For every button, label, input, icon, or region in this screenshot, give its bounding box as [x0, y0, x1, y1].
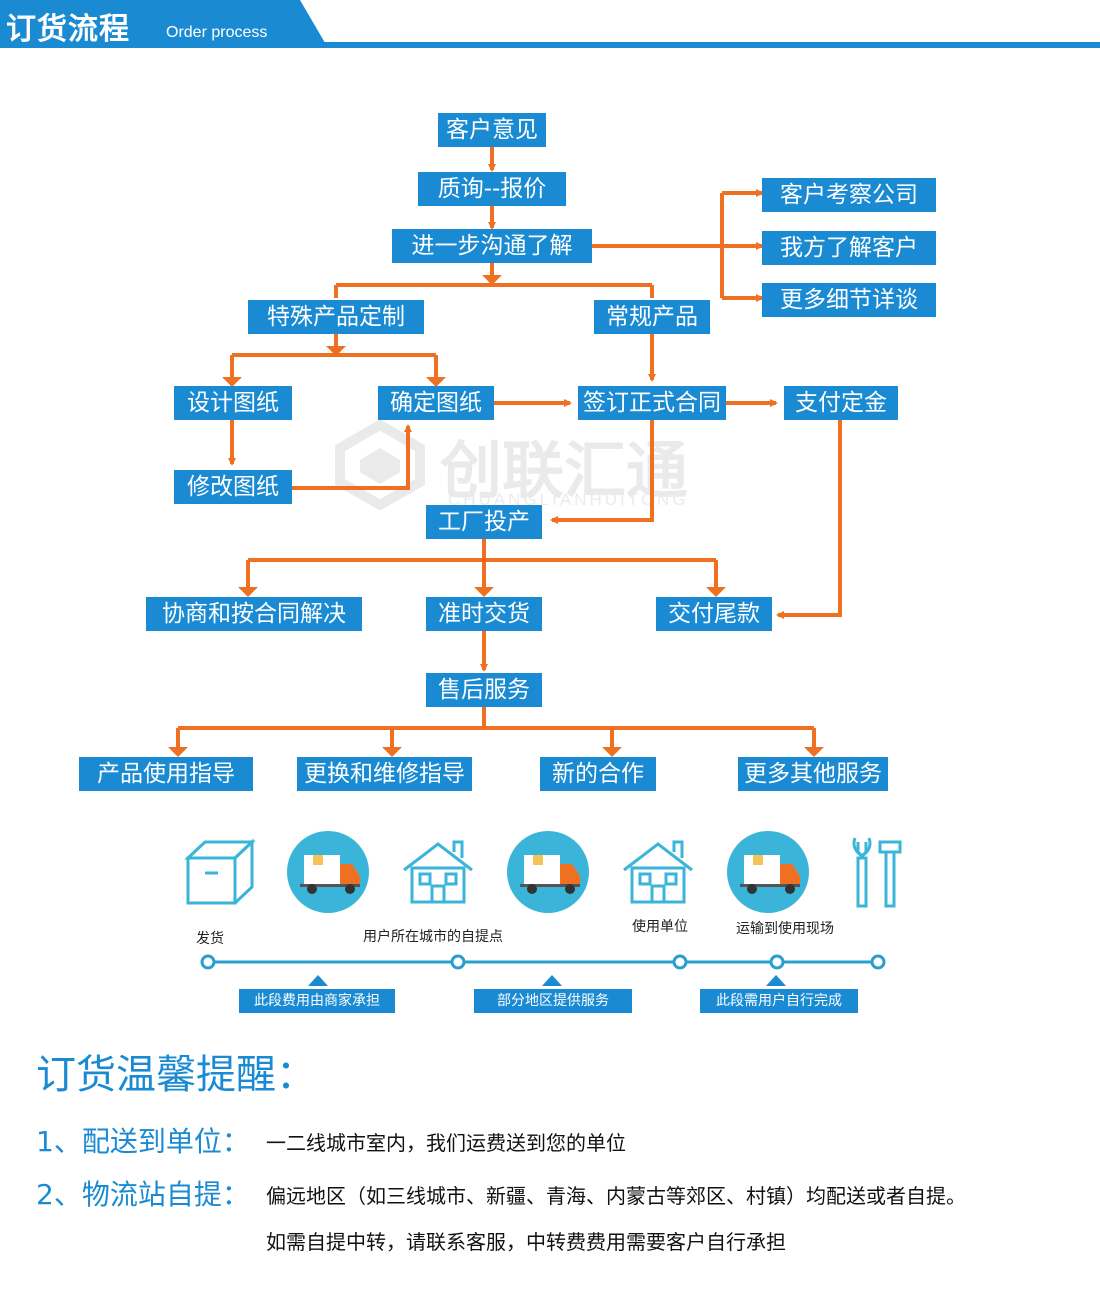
tip-pickup-label: 2、物流站自提：	[36, 1178, 250, 1211]
package-box-icon	[184, 838, 256, 905]
arrow-contract-to-factory	[550, 420, 654, 524]
tips-title: 订货温馨提醒：	[36, 1052, 316, 1098]
arrow-special-split	[230, 334, 438, 382]
node-we-understand: 我方了解客户	[762, 231, 936, 265]
delivery-truck-icon	[727, 831, 809, 913]
timeline-node	[769, 954, 785, 970]
node-customer-opinion: 客户意见	[438, 113, 546, 147]
node-factory-production: 工厂投产	[426, 505, 542, 539]
node-negotiate-contract: 协商和按合同解决	[146, 597, 362, 631]
node-after-sales: 售后服务	[426, 673, 542, 707]
node-confirm-drawing: 确定图纸	[378, 386, 494, 420]
header-tab-shape	[0, 0, 328, 48]
delivery-truck-icon	[507, 831, 589, 913]
node-usage-guide: 产品使用指导	[79, 757, 253, 791]
logistics-step-label: 运输到使用现场	[736, 921, 834, 937]
tip-pickup-text-line2: 如需自提中转，请联系客服，中转费费用需要客户自行承担	[266, 1230, 786, 1254]
arrow-factory-split	[246, 538, 718, 592]
watermark-logo-icon	[335, 419, 425, 511]
watermark-brand: 创联汇通	[440, 434, 689, 507]
tip-pickup-text: 偏远地区（如三线城市、新疆、青海、内蒙古等郊区、村镇）均配送或者自提。	[266, 1184, 966, 1208]
node-more-services: 更多其他服务	[738, 757, 888, 791]
node-design-drawing: 设计图纸	[174, 386, 292, 420]
node-regular-product: 常规产品	[594, 300, 710, 334]
node-new-cooperation: 新的合作	[540, 757, 656, 791]
arrow-comm-split	[334, 263, 654, 298]
tip-delivery-label: 1、配送到单位：	[36, 1125, 250, 1158]
node-replace-repair: 更换和维修指导	[297, 757, 472, 791]
timeline-node	[870, 954, 886, 970]
arrow-aftersales-split	[176, 707, 816, 752]
house-icon	[403, 840, 473, 904]
node-further-communication: 进一步沟通了解	[392, 229, 592, 263]
logistics-step-label: 用户所在城市的自提点	[363, 929, 503, 945]
logistics-step-label: 发货	[196, 931, 224, 947]
page-title: 订货流程	[6, 12, 130, 47]
timeline-node	[450, 954, 466, 970]
node-customer-visit: 客户考察公司	[762, 178, 936, 212]
node-pay-balance: 交付尾款	[656, 597, 772, 631]
house-icon	[623, 840, 693, 904]
node-more-details: 更多细节详谈	[762, 283, 936, 317]
logistics-cost-tag: 部分地区提供服务	[474, 989, 632, 1013]
arrow-modify-to-confirm	[292, 424, 412, 490]
tip-delivery-text: 一二线城市室内，我们运费送到您的单位	[266, 1131, 626, 1155]
node-modify-drawing: 修改图纸	[174, 470, 292, 504]
timeline-node	[672, 954, 688, 970]
arrow-deposit-to-balance	[776, 420, 842, 619]
node-pay-deposit: 支付定金	[784, 386, 898, 420]
watermark: 创联汇通 CHUANGLIANHUITONG	[330, 419, 740, 511]
logistics-step-label: 使用单位	[632, 919, 688, 935]
node-inquiry-quote: 质询--报价	[418, 172, 566, 206]
node-special-custom: 特殊产品定制	[248, 300, 424, 334]
page-subtitle: Order process	[166, 24, 268, 41]
logistics-cost-tag: 此段需用户自行完成	[700, 989, 858, 1013]
timeline-node	[200, 954, 216, 970]
logistics-cost-tag: 此段费用由商家承担	[239, 989, 395, 1013]
watermark-pinyin: CHUANGLIANHUITONG	[448, 490, 689, 509]
tools-icon	[852, 837, 902, 908]
node-sign-contract: 签订正式合同	[578, 386, 726, 420]
node-on-time-delivery: 准时交货	[426, 597, 542, 631]
delivery-truck-icon	[287, 831, 369, 913]
header-rule	[0, 42, 1100, 48]
